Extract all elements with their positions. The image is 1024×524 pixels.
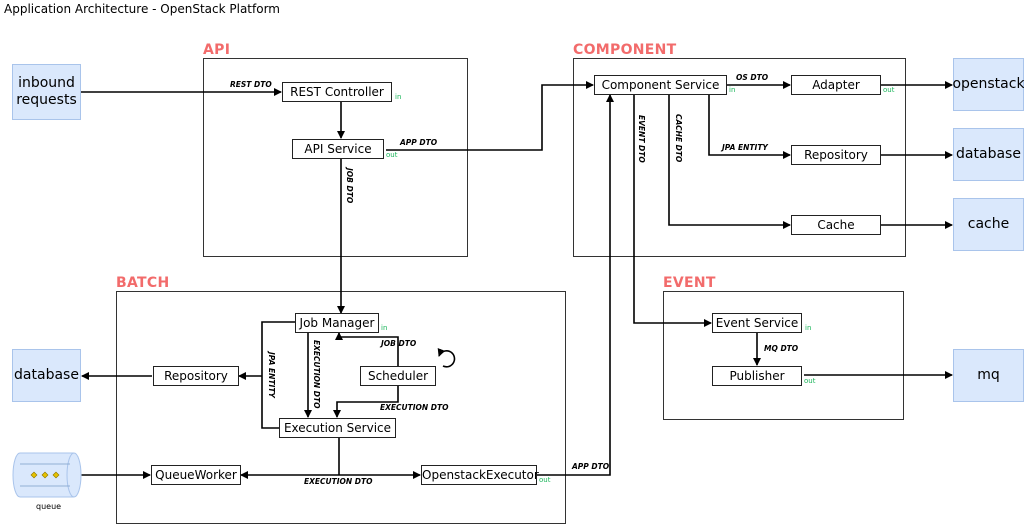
component-group-label: COMPONENT [573,42,677,58]
edge-label-app-dto-api: APP DTO [400,138,438,147]
api-service-out-port: out [386,151,398,159]
mq-box: mq [953,349,1024,402]
database-batch-label: database [14,367,79,383]
event-service-node[interactable]: Event Service [712,313,802,333]
queue-label: queue [36,502,62,511]
edge-label-mq-dto: MQ DTO [764,344,799,353]
edge-label-event-dto: EVENT DTO [637,115,646,163]
edge-label-rest-dto: REST DTO [230,80,272,89]
database-component-box: database [953,128,1024,181]
openstack-executor-node[interactable]: OpenstackExecutor [421,465,539,485]
inbound-label-line1: inbound [18,75,75,91]
inbound-requests-box: inbound requests [12,64,81,120]
edge-label-jpa-entity-batch: JPA ENTITY [267,352,276,398]
scheduler-node[interactable]: Scheduler [360,366,436,386]
diagram-title: Application Architecture - OpenStack Pla… [4,2,280,16]
edge-jpa-loop [261,321,295,429]
edge-label-job-dto-scheduler: JOB DTO [381,339,417,348]
repository-component-node[interactable]: Repository [791,145,881,165]
edge-label-execution-dto-vertical: EXECUTION DTO [312,340,321,409]
edge-scheduler-jobmanager [335,332,399,366]
database-component-label: database [956,146,1021,162]
execution-service-node[interactable]: Execution Service [279,418,396,438]
edge-component-repository [708,94,791,159]
adapter-node[interactable]: Adapter [791,75,881,95]
database-batch-box: database [12,349,81,402]
edge-scheduler-execution [333,385,399,418]
cache-label: cache [967,216,1010,232]
edge-label-cache-dto: CACHE DTO [674,114,683,163]
edge-label-execution-dto-bottom: EXECUTION DTO [304,477,373,486]
component-service-in-port: in [729,86,736,94]
batch-group-label: BATCH [116,275,170,291]
edge-executor-component [537,94,614,476]
publisher-node[interactable]: Publisher [712,366,802,386]
edge-label-os-dto: OS DTO [736,73,769,82]
publisher-out-port: out [804,377,816,385]
adapter-out-port: out [883,86,895,94]
rest-controller-in-port: in [395,93,402,101]
edge-component-cache [668,94,791,229]
component-service-node[interactable]: Component Service [594,75,727,95]
mq-label: mq [977,367,1000,383]
repository-batch-node[interactable]: Repository [153,366,239,386]
queue-worker-node[interactable]: QueueWorker [151,465,241,485]
inbound-label-line2: requests [16,92,77,108]
cache-box: cache [953,198,1024,251]
edge-component-event [633,94,712,327]
openstack-label: openstack [952,76,1024,92]
job-manager-node[interactable]: Job Manager [295,313,379,333]
rest-controller-node[interactable]: REST Controller [282,82,392,102]
edge-api-component [386,81,594,151]
queue-icon [12,452,82,498]
cache-component-node[interactable]: Cache [791,215,881,235]
event-group [663,291,904,420]
edge-label-app-dto-batch: APP DTO [572,462,610,471]
openstack-executor-out-port: out [539,476,551,484]
job-manager-in-port: in [381,324,388,332]
event-service-in-port: in [805,324,812,332]
api-group-label: API [203,42,231,58]
openstack-box: openstack [952,58,1024,111]
api-service-node[interactable]: API Service [292,139,384,159]
event-group-label: EVENT [663,275,716,291]
edge-scheduler-self [437,348,456,368]
edge-label-jpa-entity-component: JPA ENTITY [722,143,768,152]
edge-label-execution-dto-scheduler: EXECUTION DTO [380,403,449,412]
edge-label-job-dto-api: JOB DTO [345,168,354,204]
